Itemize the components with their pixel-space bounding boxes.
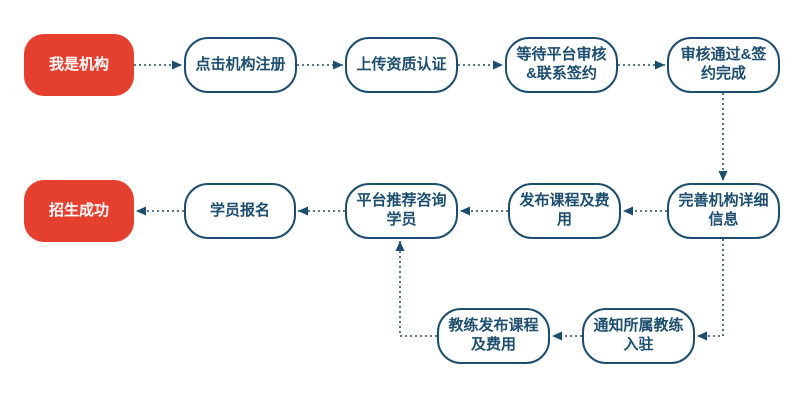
edge-completeinfo-to-notify	[697, 239, 724, 341]
edge-coachpublish-to-recommend	[395, 241, 437, 337]
node-review-passed: 审核通过&签 约完成	[667, 37, 780, 93]
node-student-signup: 学员报名	[184, 183, 296, 239]
node-upload-credential: 上传资质认证	[345, 37, 458, 93]
node-complete-org-info: 完善机构详细 信息	[667, 183, 780, 239]
node-wait-review-sign: 等待平台审核 &联系签约	[505, 37, 618, 93]
node-click-register: 点击机构注册	[184, 37, 297, 93]
node-platform-recommend: 平台推荐咨询 学员	[345, 183, 458, 239]
node-coach-publish: 教练发布课程 及费用	[437, 308, 550, 364]
node-org-start: 我是机构	[24, 34, 134, 96]
node-notify-coaches: 通知所属教练 入驻	[582, 308, 695, 364]
node-publish-courses: 发布课程及费 用	[508, 183, 621, 239]
node-enroll-success: 招生成功	[24, 180, 134, 242]
